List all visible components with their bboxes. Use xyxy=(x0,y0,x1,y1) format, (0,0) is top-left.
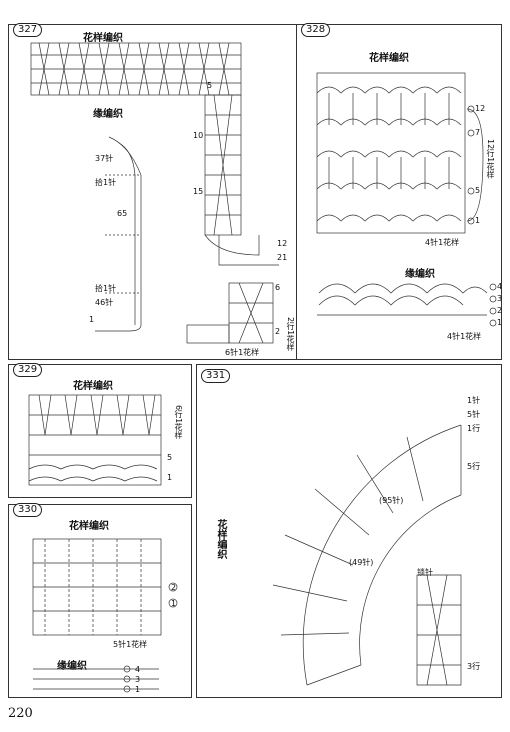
rows-label: 2行1花样 xyxy=(286,317,295,352)
label-1-row: 1行 xyxy=(467,424,481,433)
label-5-row: 5行 xyxy=(467,462,481,471)
label-37: 37针 xyxy=(95,154,114,163)
panel-327: 327 花样编织 缘编织 37针 拾1针 65 拾1针 46针 xyxy=(8,23,298,360)
rows-label: 12行1花样 xyxy=(486,139,495,179)
page-number: 220 xyxy=(8,706,33,721)
repeat-label: 4针1花样 xyxy=(425,238,460,247)
edge-title: 缘编织 xyxy=(93,109,123,120)
label-pick1-a: 拾1针 xyxy=(95,178,117,187)
row-21: 21 xyxy=(277,253,288,262)
panel-328: 328 花样编织 缘编织 12 7 5 1 12行1花样 4针1花样 4 3 2… xyxy=(296,23,503,360)
label-pick1-b: 拾1针 xyxy=(95,284,117,293)
row-12: 12 xyxy=(277,239,288,248)
edge-row-3: 3 xyxy=(135,675,141,684)
row-1: 1 xyxy=(475,216,481,225)
diagram-number: 327 xyxy=(13,23,43,37)
edge-title: 缘编织 xyxy=(57,661,87,672)
edge-repeat-label: 4针1花样 xyxy=(447,332,482,341)
row-2: 2 xyxy=(171,583,177,592)
diagram-number: 329 xyxy=(13,363,43,377)
diagram-number: 331 xyxy=(201,369,231,383)
edge-row-4: 4 xyxy=(497,282,503,291)
row-5: 5 xyxy=(167,453,173,462)
diagram-number: 330 xyxy=(13,503,43,517)
chart-328 xyxy=(316,72,497,327)
panel-331: 331 花样编织 (95针) (49针) 1针 5针 1行 5行 3行 锁针 xyxy=(196,364,502,698)
pattern-title: 花样编织 xyxy=(215,519,226,559)
label-3-row: 3行 xyxy=(467,662,481,671)
row-2: 2 xyxy=(275,327,281,336)
row-1: 1 xyxy=(167,473,173,482)
diagram-number: 328 xyxy=(301,23,331,37)
pattern-title: 花样编织 xyxy=(369,53,409,64)
edge-row-4: 4 xyxy=(135,665,141,674)
label-1-stitch: 1针 xyxy=(467,396,481,405)
edge-row-2: 2 xyxy=(497,306,503,315)
row-7: 7 xyxy=(475,128,481,137)
edge-row-3: 3 xyxy=(497,294,503,303)
row-5: 5 xyxy=(207,81,213,90)
edge-title: 缘编织 xyxy=(405,269,435,280)
row-1: 1 xyxy=(89,315,95,324)
pattern-title: 花样编织 xyxy=(73,381,113,392)
panel-329: 329 花样编织 6行1花样 5 1 xyxy=(8,363,192,498)
label-5-stitch: 5针 xyxy=(467,410,481,419)
chart-329 xyxy=(28,394,162,486)
row-5: 5 xyxy=(475,186,481,195)
repeat-label: 6针1花样 xyxy=(225,348,260,357)
chart-330 xyxy=(32,538,178,693)
label-65: 65 xyxy=(117,209,128,218)
chart-331 xyxy=(272,424,462,686)
stitch-count-49: (49针) xyxy=(349,558,374,567)
stitch-count-95: (95针) xyxy=(379,496,404,505)
row-1: 1 xyxy=(171,599,177,608)
repeat-label: 5针1花样 xyxy=(113,640,148,649)
panel-330: 330 花样编织 缘编织 2 1 5针1花样 4 3 1 xyxy=(8,503,192,698)
row-15: 15 xyxy=(193,187,204,196)
pattern-title: 花样编织 xyxy=(69,521,109,532)
pattern-title: 花样编织 xyxy=(83,33,123,44)
chart-327 xyxy=(30,42,279,344)
edge-row-1: 1 xyxy=(135,685,141,694)
row-6: 6 xyxy=(275,283,281,292)
label-chain: 锁针 xyxy=(417,568,433,577)
rows-label: 6行1花样 xyxy=(174,405,183,440)
label-46: 46针 xyxy=(95,298,114,307)
row-10: 10 xyxy=(193,131,204,140)
row-12: 12 xyxy=(475,104,486,113)
edge-row-1: 1 xyxy=(497,318,503,327)
